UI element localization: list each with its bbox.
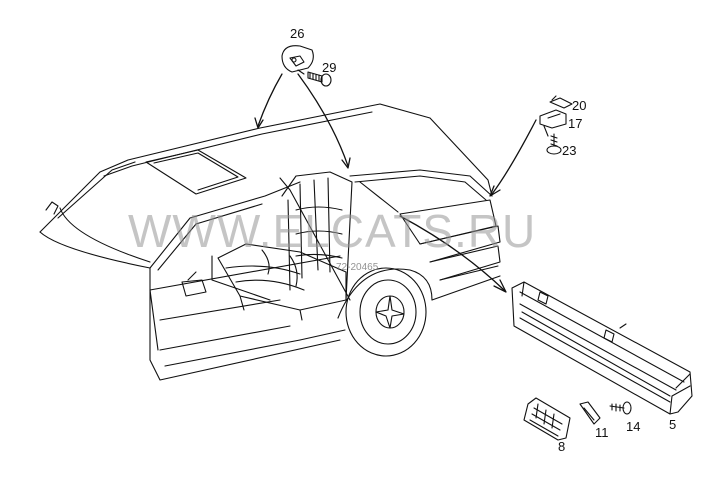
part-29-bolt: [307, 71, 332, 87]
callout-8: 8: [558, 439, 566, 454]
callout-17: 17: [568, 116, 583, 131]
part-14-screw: [609, 401, 632, 415]
callout-29: 29: [322, 60, 337, 75]
part-8-vent-grille: [523, 397, 571, 441]
part-26-bracket: [281, 45, 314, 75]
part-20-17-clip: [539, 95, 573, 137]
rear-wheel: [345, 267, 427, 357]
callout-14: 14: [626, 419, 641, 434]
callout-11: 11: [595, 425, 609, 440]
leader-lines: [254, 73, 537, 293]
part-5-trim-panel: [511, 281, 693, 415]
part-11-plate: [579, 401, 601, 425]
watermark-text: WWW.ELCATS.RU: [128, 205, 537, 257]
part-23-screw: [546, 133, 562, 155]
drawing-part-number: 72-20465: [336, 262, 379, 273]
callout-20: 20: [572, 98, 587, 113]
callout-23: 23: [562, 143, 577, 158]
car-body: [39, 103, 501, 381]
rear-seat: [217, 171, 353, 321]
callout-5: 5: [669, 417, 677, 432]
callout-26: 26: [290, 26, 305, 41]
